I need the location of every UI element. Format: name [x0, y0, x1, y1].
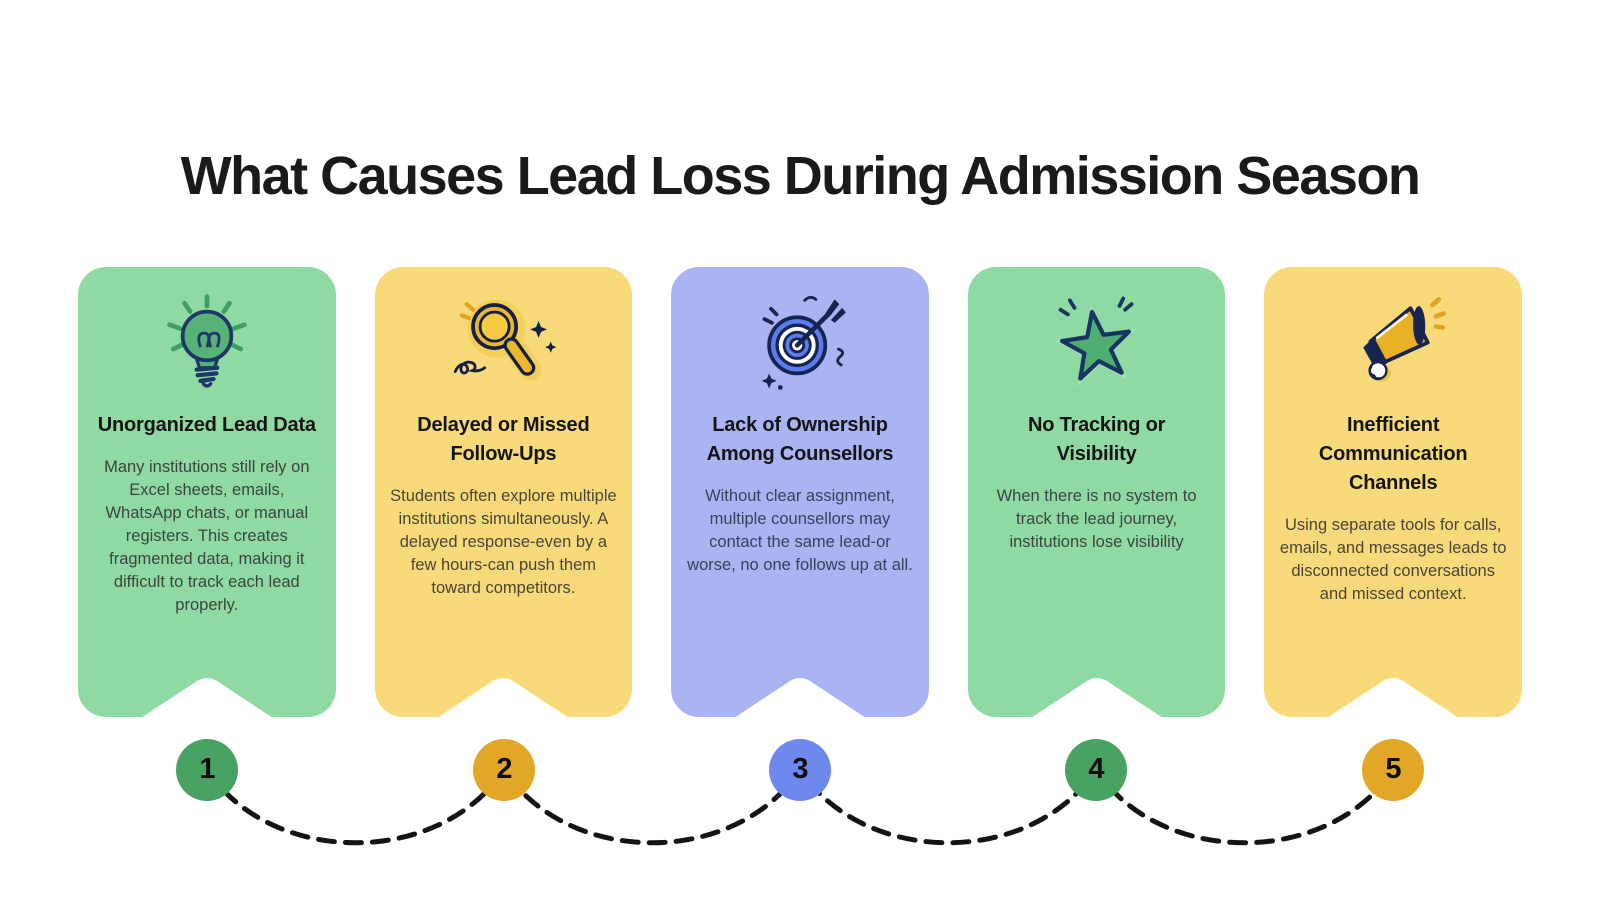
card-unorganized-lead-data: Unorganized Lead Data Many institutions …: [78, 266, 336, 718]
card-delayed-follow-ups: Delayed or Missed Follow-Ups Students of…: [374, 266, 633, 718]
card-title: Inefficient Communication Channels: [1318, 413, 1468, 494]
card-body: Using separate tools for calls, emails, …: [1279, 515, 1507, 603]
card-notch: [140, 677, 273, 718]
header: What Causes Lead Loss During Admission S…: [0, 0, 1600, 205]
card-notch: [1327, 677, 1460, 718]
magnifier-icon: [375, 287, 633, 399]
card-body: Without clear assignment, multiple couns…: [687, 486, 913, 574]
card-body: When there is no system to track the lea…: [996, 486, 1197, 551]
card-notch: [733, 677, 866, 718]
card-lack-of-ownership: Lack of Ownership Among Counsellors With…: [671, 266, 929, 718]
star-icon: [968, 287, 1226, 399]
card-notch: [1030, 677, 1163, 718]
cards-row: Unorganized Lead Data Many institutions …: [0, 266, 1600, 718]
card-body: Students often explore multiple institut…: [390, 486, 617, 598]
step-badge-3: 3: [769, 738, 831, 801]
step-badge-2: 2: [473, 738, 535, 801]
card-title: No Tracking or Visibility: [1027, 413, 1166, 465]
target-icon: [671, 287, 929, 399]
card-title: Lack of Ownership Among Counsellors: [706, 413, 894, 465]
page-title: What Causes Lead Loss During Admission S…: [180, 146, 1421, 206]
lightbulb-icon: [78, 287, 336, 399]
card-title: Delayed or Missed Follow-Ups: [417, 413, 590, 465]
megaphone-icon: [1264, 287, 1522, 399]
step-badge-1: 1: [176, 738, 238, 801]
step-badge-5: 5: [1362, 738, 1424, 801]
card-body: Many institutions still rely on Excel sh…: [104, 457, 310, 615]
card-inefficient-communication: Inefficient Communication Channels Using…: [1264, 266, 1522, 718]
step-badge-4: 4: [1065, 738, 1127, 801]
card-title: Unorganized Lead Data: [97, 413, 316, 436]
card-no-tracking: No Tracking or Visibility When there is …: [967, 266, 1226, 718]
timeline: 1 2 3 4 5: [0, 717, 1600, 914]
card-notch: [437, 677, 570, 718]
